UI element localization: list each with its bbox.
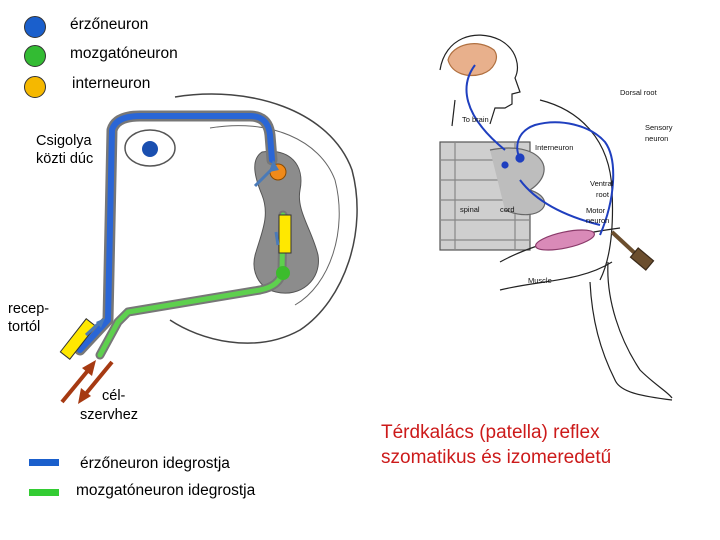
motor-fiber-outline — [95, 210, 288, 360]
legend-motor-neuron: mozgatóneuron — [70, 45, 178, 62]
sensory-neuron-color-dot — [24, 16, 46, 38]
label-to-brain: To brain — [462, 115, 489, 124]
label-motor-neuron-1: Motor — [586, 206, 606, 215]
sensory-neuron-body — [142, 141, 158, 157]
legend-sensory-fiber: érzőneuron idegrostja — [80, 455, 230, 472]
blue-arrow-top-head — [269, 160, 279, 172]
label-sensory-neuron-2: neuron — [645, 134, 668, 143]
ganglion-body — [515, 153, 525, 163]
brown-arrow-target-head — [78, 388, 91, 404]
target-label-line1: cél- — [102, 388, 126, 404]
label-motor-neuron-2: neuron — [586, 216, 609, 225]
brain — [447, 43, 497, 77]
brown-arrow-target — [82, 360, 114, 398]
motor-pathway — [519, 179, 601, 226]
motor-neuron-body — [276, 266, 290, 280]
label-spinal: spinal — [460, 205, 480, 214]
legend-motor-fiber: mozgatóneuron idegrostja — [76, 482, 256, 499]
thigh-lower-outline — [499, 261, 613, 291]
motor-fiber-color-bar — [29, 489, 59, 496]
legend-interneuron: interneuron — [72, 75, 151, 92]
sensory-fiber — [77, 113, 275, 353]
blue-arrow-bottom — [274, 231, 280, 246]
caption-line2: szomatikus és izomeredetű — [381, 447, 612, 468]
reflex-illustration — [439, 34, 673, 401]
brown-arrow-receptor-head — [82, 360, 96, 376]
blue-arrow-fiber-head — [96, 318, 105, 328]
receptor-label-line1: recep- — [8, 301, 50, 317]
sensory-fiber-color-bar — [29, 459, 59, 466]
spinal-cord-outline — [169, 93, 358, 344]
yellow-arrow-cord — [278, 214, 292, 254]
brown-arrow-receptor — [60, 366, 92, 404]
motor-fiber — [97, 212, 286, 358]
caption-line1: Térdkalács (patella) reflex — [381, 422, 600, 443]
target-label-line2: szervhez — [80, 407, 139, 423]
spinal-cord-inner-outline — [209, 125, 340, 306]
lower-leg-outline — [607, 261, 673, 399]
label-muscle: Muscle — [528, 276, 552, 285]
label-sensory-neuron-1: Sensory — [645, 123, 673, 132]
receptor-label-line2: tortól — [8, 319, 41, 335]
interneuron-small — [501, 161, 509, 169]
label-ventral-root-2: root — [596, 190, 610, 199]
reflex-hammer-head — [629, 247, 655, 271]
label-dorsal-root: Dorsal root — [620, 88, 658, 97]
to-brain-pathway — [465, 64, 506, 151]
label-ventral-root-1: Ventral — [590, 179, 614, 188]
label-cord: cord — [500, 205, 515, 214]
yellow-arrow-fiber — [59, 318, 97, 360]
head-outline — [439, 34, 521, 125]
blue-arrow-fiber — [84, 320, 102, 337]
muscle — [535, 229, 595, 251]
legend-sensory-neuron: érzőneuron — [70, 16, 149, 33]
ganglion-label-line1: Csigolya — [36, 133, 92, 149]
label-interneuron: Interneuron — [535, 143, 573, 152]
lower-leg-back-outline — [589, 281, 673, 401]
sensory-pathway — [516, 121, 615, 236]
ganglion-label-line2: közti dúc — [36, 151, 94, 167]
neck-outline — [451, 99, 456, 127]
motor-neuron-color-dot — [24, 45, 46, 67]
interneuron-color-dot — [24, 76, 46, 98]
